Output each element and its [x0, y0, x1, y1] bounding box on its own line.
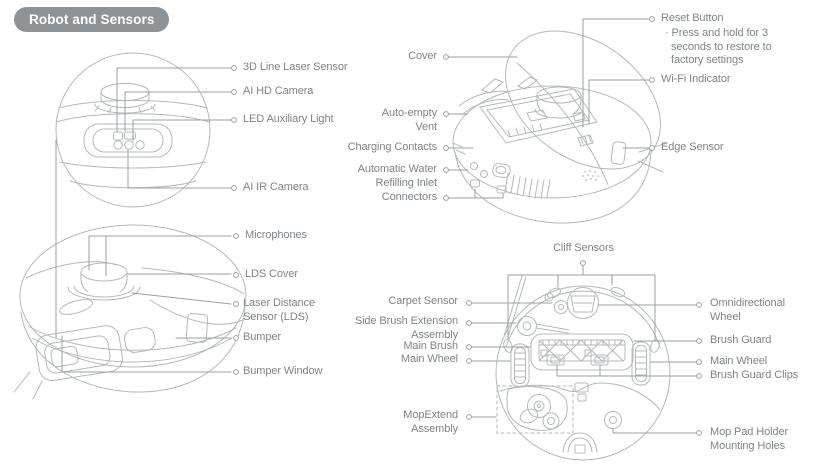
- label-bumper-window: Bumper Window: [243, 365, 323, 377]
- label-reset-button: Reset Button: [661, 12, 724, 24]
- label-brush-guard: Brush Guard: [710, 334, 772, 346]
- leader-lines: [55, 18, 697, 434]
- label-wifi-indicator: Wi-Fi Indicator: [661, 73, 731, 85]
- label-3d-line-laser-sensor: 3D Line Laser Sensor: [243, 61, 348, 73]
- label-main-wheel-left: Main Wheel: [400, 353, 458, 365]
- label-ai-hd-camera: AI HD Camera: [243, 85, 314, 97]
- label-brush-guard-clips: Brush Guard Clips: [710, 369, 799, 381]
- leader-rings: [231, 16, 702, 436]
- label-edge-sensor: Edge Sensor: [661, 141, 724, 153]
- label-connectors: Connectors: [381, 191, 437, 203]
- top-view-drawing: [452, 30, 668, 224]
- label-main-brush: Main Brush: [403, 340, 458, 352]
- label-laser-distance-sensor: Laser Distance Sensor (LDS): [243, 297, 315, 323]
- label-main-wheel-right: Main Wheel: [710, 355, 768, 367]
- label-charging-contacts: Charging Contacts: [347, 141, 438, 153]
- label-auto-empty-vent: Auto-empty Vent: [381, 107, 437, 133]
- label-cover: Cover: [408, 50, 437, 62]
- front-view-drawing: [13, 224, 247, 400]
- label-side-brush-extension-assembly: Side Brush Extension Assembly: [354, 315, 458, 341]
- label-omnidirectional-wheel: Omnidirectional Wheel: [710, 297, 785, 323]
- section-badge: Robot and Sensors: [14, 7, 170, 32]
- label-automatic-water-refilling-inlet: Automatic Water Refilling Inlet: [357, 163, 438, 189]
- label-ai-ir-camera: AI IR Camera: [243, 181, 309, 193]
- label-bumper: Bumper: [243, 331, 281, 343]
- label-mopextend-assembly: MopExtend Assembly: [403, 409, 458, 435]
- label-mop-pad-holder-mounting-holes: Mop Pad Holder Mounting Holes: [710, 426, 789, 452]
- label-microphones: Microphones: [245, 229, 307, 241]
- label-carpet-sensor: Carpet Sensor: [388, 295, 458, 307]
- label-cliff-sensors: Cliff Sensors: [553, 242, 614, 254]
- label-reset-button-note: · Press and hold for 3 seconds to restor…: [665, 27, 772, 66]
- bottom-view-drawing: [495, 275, 671, 461]
- label-lds-cover: LDS Cover: [245, 268, 298, 280]
- label-led-auxiliary-light: LED Auxiliary Light: [243, 113, 334, 125]
